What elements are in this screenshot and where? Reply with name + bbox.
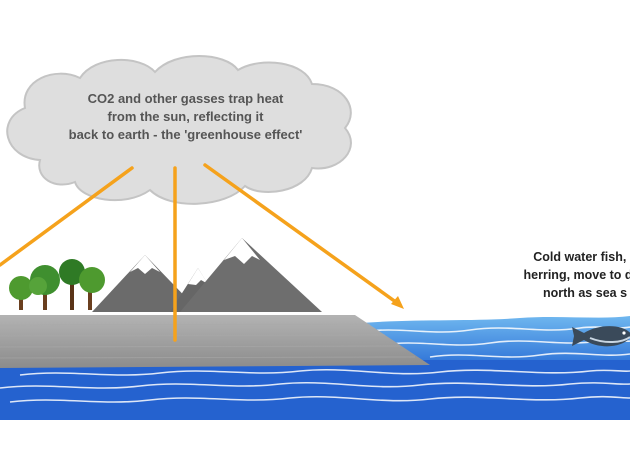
cold-water-fish-label: Cold water fish, s herring, move to dee … <box>523 250 630 300</box>
tree-icon <box>9 259 105 310</box>
cloud-icon <box>6 55 352 205</box>
wave-icon <box>0 326 630 403</box>
greenhouse-effect-label: CO2 and other gasses trap heat from the … <box>68 91 303 142</box>
fish-icon <box>572 326 630 347</box>
mountain-icon <box>92 238 322 312</box>
land-mass <box>0 315 430 368</box>
heat-arrows <box>0 163 404 342</box>
